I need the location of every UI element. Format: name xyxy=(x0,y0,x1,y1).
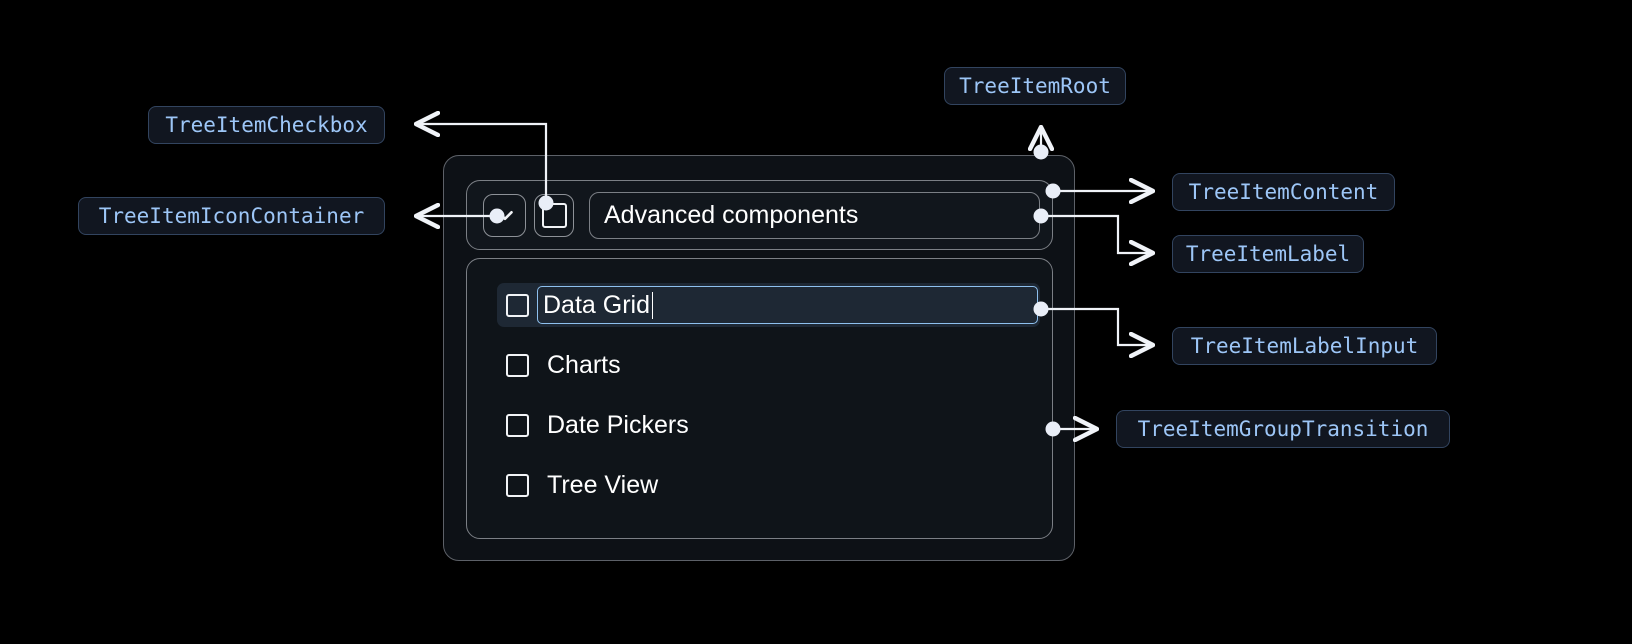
tree-item-child-row[interactable]: Data Grid xyxy=(497,283,1040,327)
annotation-tree-item-content: TreeItemContent xyxy=(1172,173,1395,211)
child-checkbox-2[interactable] xyxy=(497,413,537,437)
annotation-tree-item-label: TreeItemLabel xyxy=(1172,235,1364,273)
child-label: Date Pickers xyxy=(547,410,689,439)
checkbox-box-icon xyxy=(505,413,529,437)
checkbox-box-icon xyxy=(505,353,529,377)
tree-item-icon-container[interactable] xyxy=(483,193,526,237)
checkbox-box-icon xyxy=(541,202,567,228)
chevron-down-icon xyxy=(492,202,518,228)
tree-item-content-panel[interactable]: Advanced components xyxy=(466,180,1053,250)
text-caret xyxy=(651,291,654,319)
child-label: Tree View xyxy=(547,470,659,499)
tree-item-label-input[interactable]: Data Grid xyxy=(537,286,1038,324)
child-checkbox-0[interactable] xyxy=(497,293,537,317)
annotation-tree-item-group-transition: TreeItemGroupTransition xyxy=(1116,410,1450,448)
tree-item-label[interactable]: Advanced components xyxy=(589,191,1040,239)
label-input-value: Data Grid xyxy=(543,290,650,319)
tree-item-child-row[interactable]: Tree View xyxy=(497,463,1040,507)
child-checkbox-3[interactable] xyxy=(497,473,537,497)
checkbox-box-icon xyxy=(505,473,529,497)
tree-item-child-row[interactable]: Charts xyxy=(497,343,1040,387)
annotation-tree-item-root: TreeItemRoot xyxy=(944,67,1126,105)
child-checkbox-1[interactable] xyxy=(497,353,537,377)
tree-item-checkbox[interactable] xyxy=(534,193,574,237)
annotation-tree-item-checkbox: TreeItemCheckbox xyxy=(148,106,385,144)
tree-item-group-transition: Data Grid Charts Date Pickers Tree View xyxy=(466,258,1053,539)
annotation-tree-item-label-input: TreeItemLabelInput xyxy=(1172,327,1437,365)
tree-item-child-row[interactable]: Date Pickers xyxy=(497,403,1040,447)
annotation-tree-item-icon-container: TreeItemIconContainer xyxy=(78,197,385,235)
checkbox-box-icon xyxy=(505,293,529,317)
child-label: Charts xyxy=(547,350,621,379)
